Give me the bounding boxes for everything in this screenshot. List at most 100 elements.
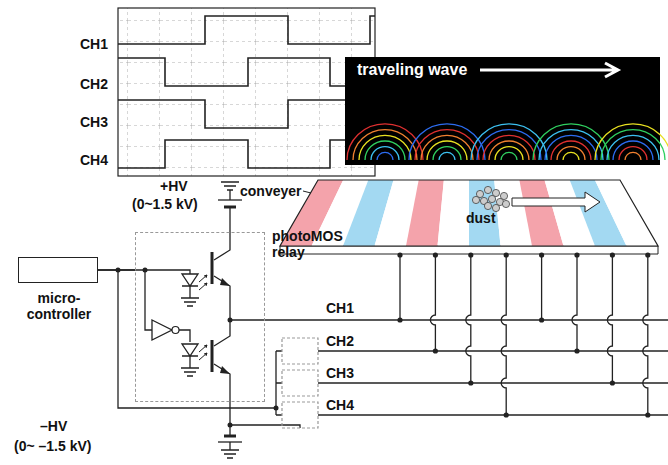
led-symbol	[182, 344, 198, 356]
wave-panel: traveling wave	[345, 57, 660, 165]
junction-dot	[433, 252, 438, 257]
voltage-range: (0~1.5 kV)	[132, 196, 198, 212]
field-arc	[625, 152, 641, 160]
channel-name: CH3	[80, 114, 108, 130]
channel-line	[318, 382, 668, 383]
emitter-arrow	[220, 278, 230, 374]
junction-dot	[397, 252, 402, 257]
part-name: conveyer	[240, 183, 301, 199]
channel-name: CH1	[326, 300, 354, 316]
led-symbol	[182, 274, 198, 286]
inverter-symbol	[152, 320, 172, 340]
voltage-name: –HV	[40, 418, 67, 434]
relay-boxes	[282, 338, 318, 428]
junction-dot	[539, 317, 544, 322]
junction-dot	[574, 348, 579, 353]
electrode-lead	[541, 254, 542, 320]
field-arc	[433, 147, 461, 160]
voltage-name: +HV	[160, 178, 188, 194]
field-arc	[533, 124, 609, 160]
electrode-lead	[466, 254, 471, 383]
field-arc	[551, 141, 591, 160]
relay-box: photoMOS relay	[135, 232, 265, 402]
junction-dot	[468, 380, 473, 385]
conveyor-front	[280, 246, 658, 254]
field-arc	[371, 147, 399, 160]
dust-particle	[502, 200, 509, 207]
channel-name: CH3	[326, 365, 354, 381]
field-arc	[427, 141, 467, 160]
junction-dot	[504, 252, 509, 257]
channel-line	[318, 414, 668, 415]
junction-dot	[504, 412, 509, 417]
field-arc	[557, 147, 585, 160]
wave-arrow	[480, 63, 618, 77]
wires	[98, 182, 668, 458]
controller-box: micro-controller	[18, 257, 98, 283]
field-arc	[501, 152, 517, 160]
light-arrows	[199, 275, 207, 290]
electrode	[438, 180, 470, 246]
field-arc	[545, 135, 597, 160]
field-image	[345, 57, 660, 165]
electrode	[406, 180, 444, 246]
node-label: micro-controller	[13, 290, 105, 322]
waveform	[118, 140, 375, 168]
node-label: traveling wave	[357, 61, 467, 79]
dust-particle	[484, 186, 491, 193]
field-arc	[353, 130, 417, 160]
scope-screen	[118, 8, 375, 176]
field-arc	[477, 130, 541, 160]
waveform	[118, 58, 375, 86]
electrode-lead	[501, 254, 506, 415]
field-lines	[347, 124, 668, 160]
field-arc	[495, 147, 523, 160]
field-arc	[489, 141, 529, 160]
voltage-range: (0~ –1.5 kV)	[14, 438, 91, 454]
channel-wires	[318, 252, 668, 417]
node-label: photoMOS relay	[272, 228, 348, 260]
field-arc	[539, 130, 603, 160]
dust-arrow	[512, 192, 600, 212]
inverter-bubble	[172, 327, 179, 334]
field-arc	[601, 130, 665, 160]
dust-particle	[488, 195, 495, 202]
field-arc	[595, 124, 668, 160]
field-arc	[365, 141, 405, 160]
field-arc	[563, 152, 579, 160]
channel-name: CH2	[80, 76, 108, 92]
field-arc	[377, 152, 393, 160]
junction-dot	[539, 252, 544, 257]
electrode-lead	[643, 254, 648, 415]
channel-line	[318, 350, 668, 351]
dust-particle	[484, 202, 491, 209]
junction-dot	[645, 412, 650, 417]
signal-wire	[98, 269, 135, 270]
light-arrows	[199, 345, 207, 360]
electrode	[595, 180, 658, 246]
field-arc	[619, 147, 647, 160]
field-arc	[359, 135, 411, 160]
electrode-lead	[399, 254, 400, 320]
junction-dot	[645, 252, 650, 257]
scope-waveforms	[118, 16, 375, 168]
field-arc	[347, 124, 423, 160]
field-arc	[483, 135, 535, 160]
junction-dot	[397, 317, 402, 322]
electrode-lead	[572, 254, 577, 351]
field-arc	[421, 135, 473, 160]
junction-dot	[610, 380, 615, 385]
field-arc	[415, 130, 479, 160]
junction-dot	[610, 252, 615, 257]
junction-dot	[433, 348, 438, 353]
field-arc	[409, 124, 485, 160]
waveform	[118, 100, 375, 128]
transistor-base	[211, 252, 214, 284]
channel-name: CH2	[326, 333, 354, 349]
field-arc	[607, 135, 659, 160]
field-arc	[471, 124, 547, 160]
leader-line	[303, 191, 311, 193]
dust-particle	[472, 196, 479, 203]
waveform	[118, 16, 375, 44]
junction-dots	[116, 268, 279, 428]
